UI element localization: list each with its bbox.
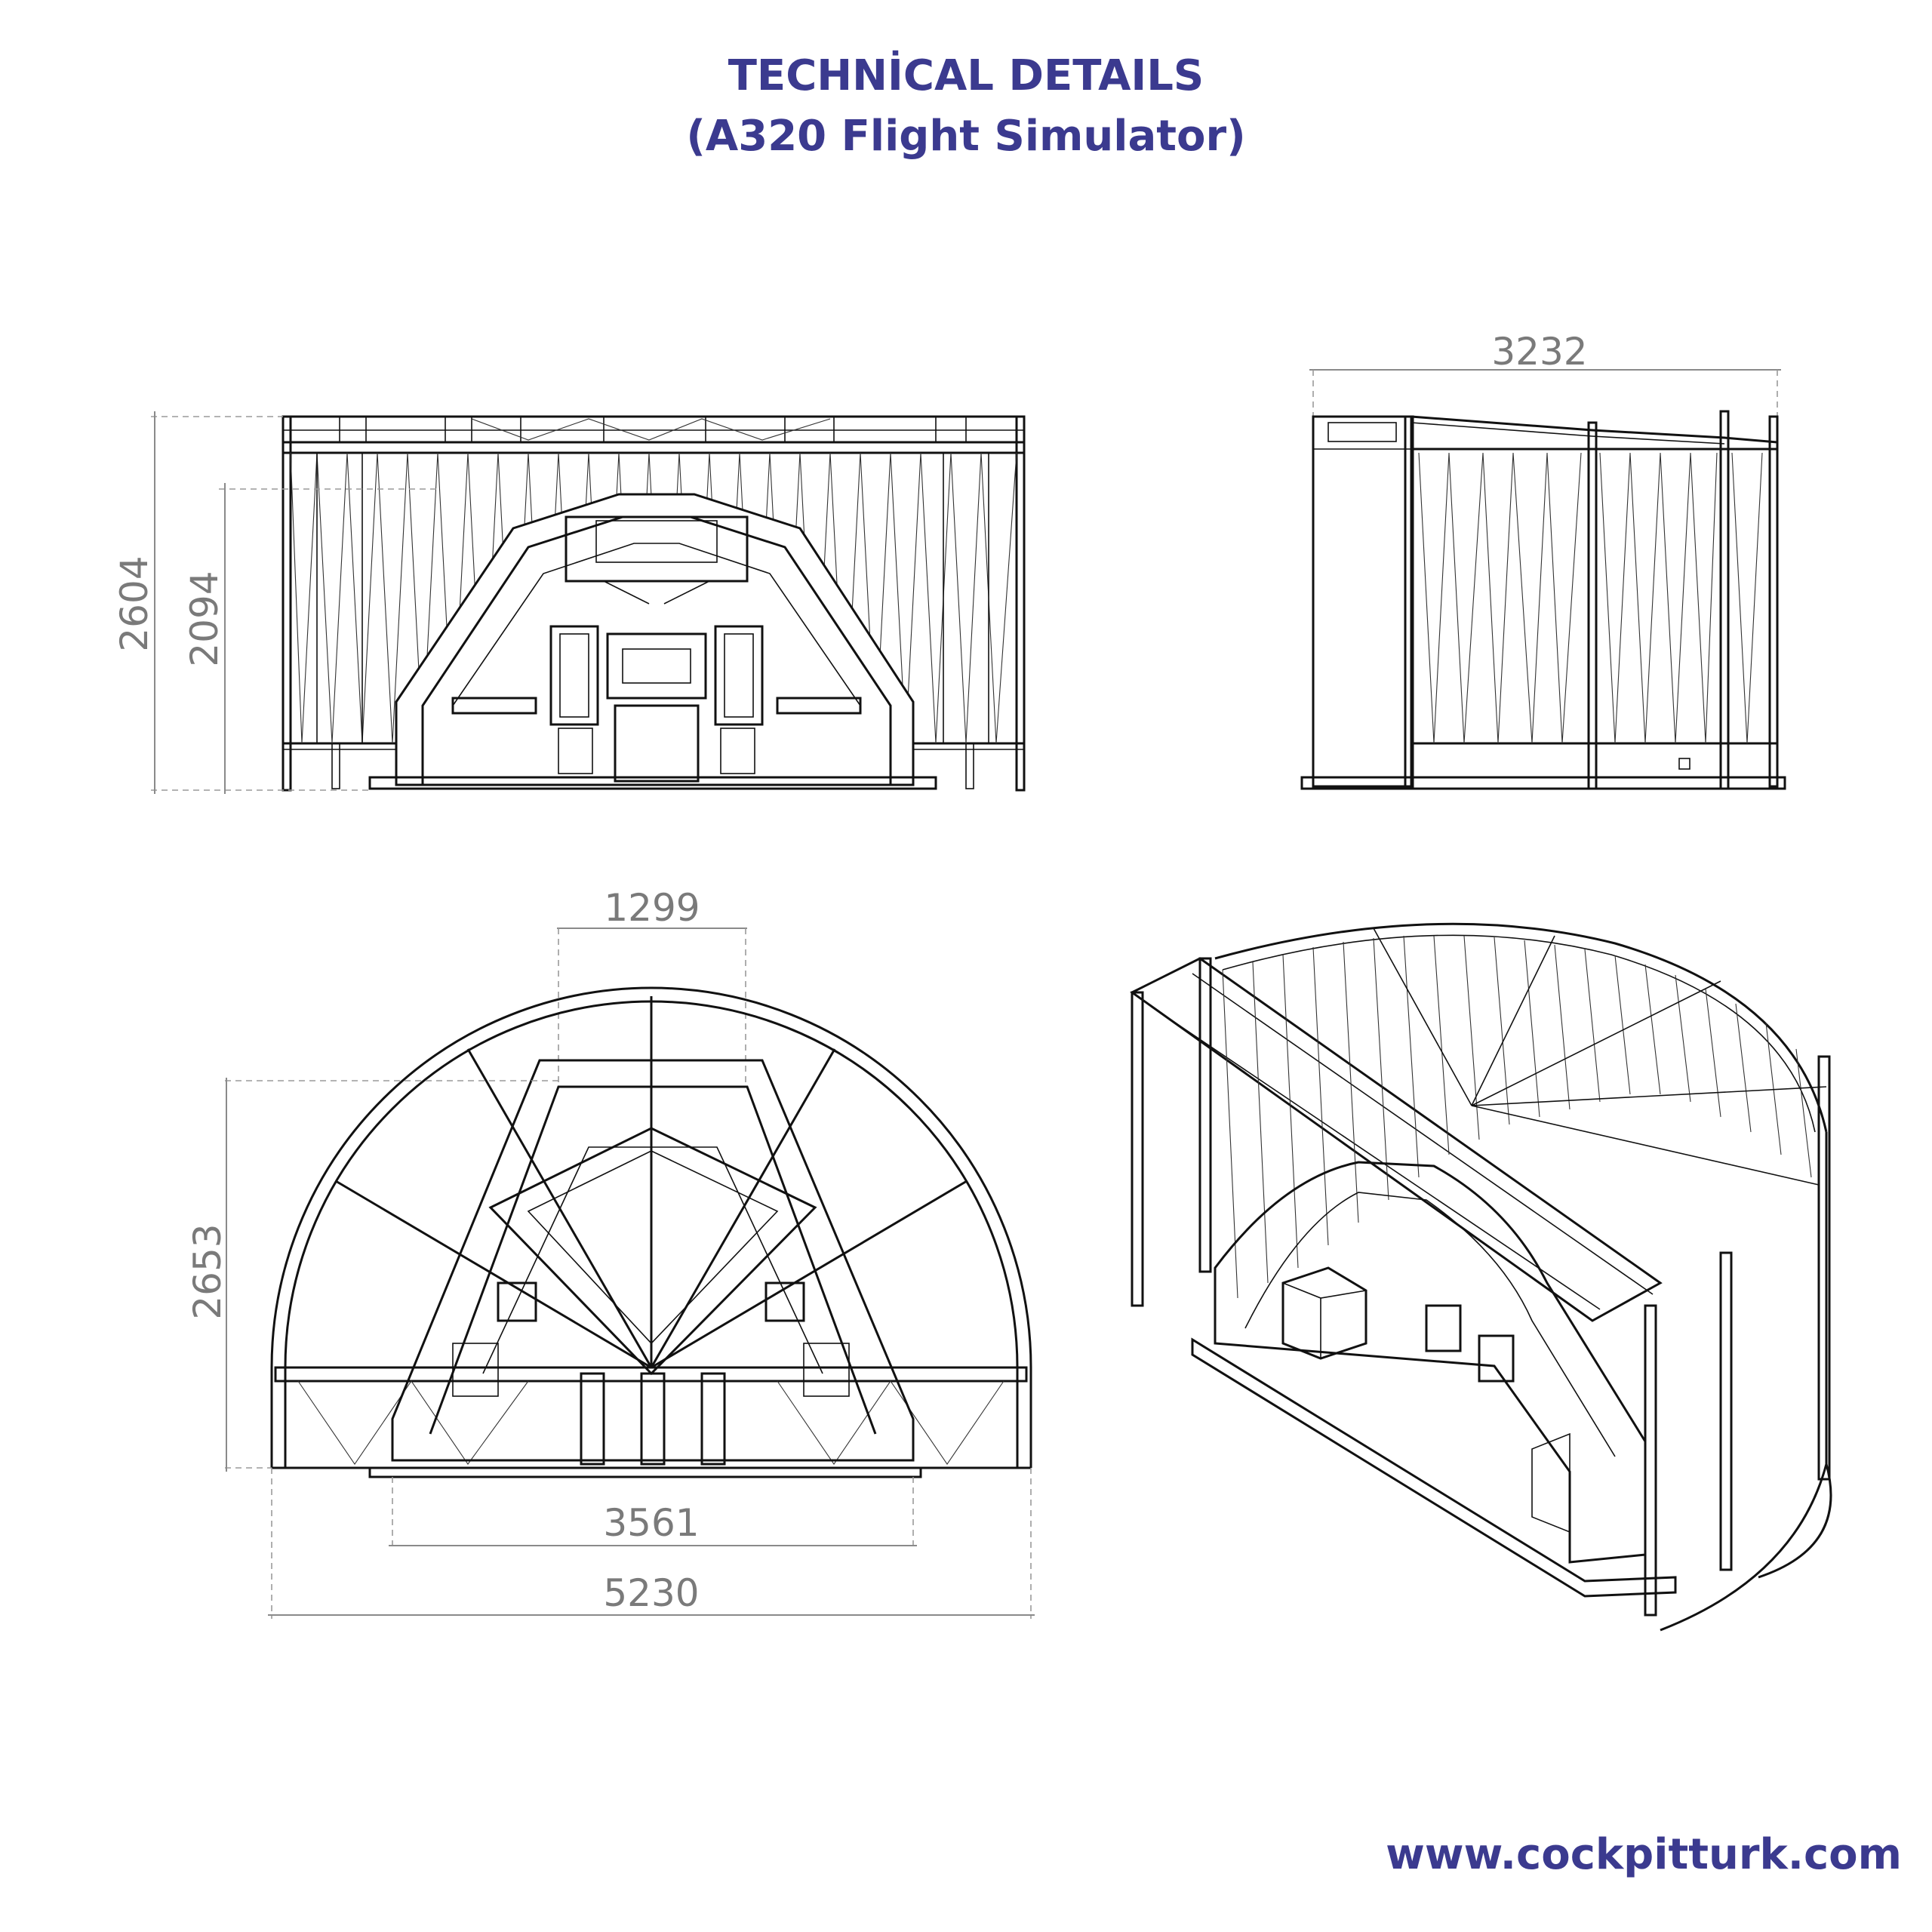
dim-3561: 3561 — [603, 1501, 699, 1545]
dim-2604: 2604 — [112, 555, 156, 651]
dim-5230: 5230 — [603, 1571, 699, 1615]
dim-2094: 2094 — [183, 571, 226, 666]
dim-1299: 1299 — [604, 886, 700, 930]
dim-2653: 2653 — [186, 1223, 229, 1319]
isometric-view — [1130, 922, 1832, 1632]
dim-3232: 3232 — [1491, 330, 1587, 374]
page-subtitle: (A320 Flight Simulator) — [686, 112, 1246, 161]
website-url: www.cockpitturk.com — [1386, 1830, 1902, 1879]
top-view: 1299 — [186, 886, 1035, 1619]
page-title: TECHNİCAL DETAILS — [728, 51, 1204, 100]
side-view: 3232 — [1300, 330, 1786, 790]
front-view: 2604 2094 — [112, 411, 1026, 794]
